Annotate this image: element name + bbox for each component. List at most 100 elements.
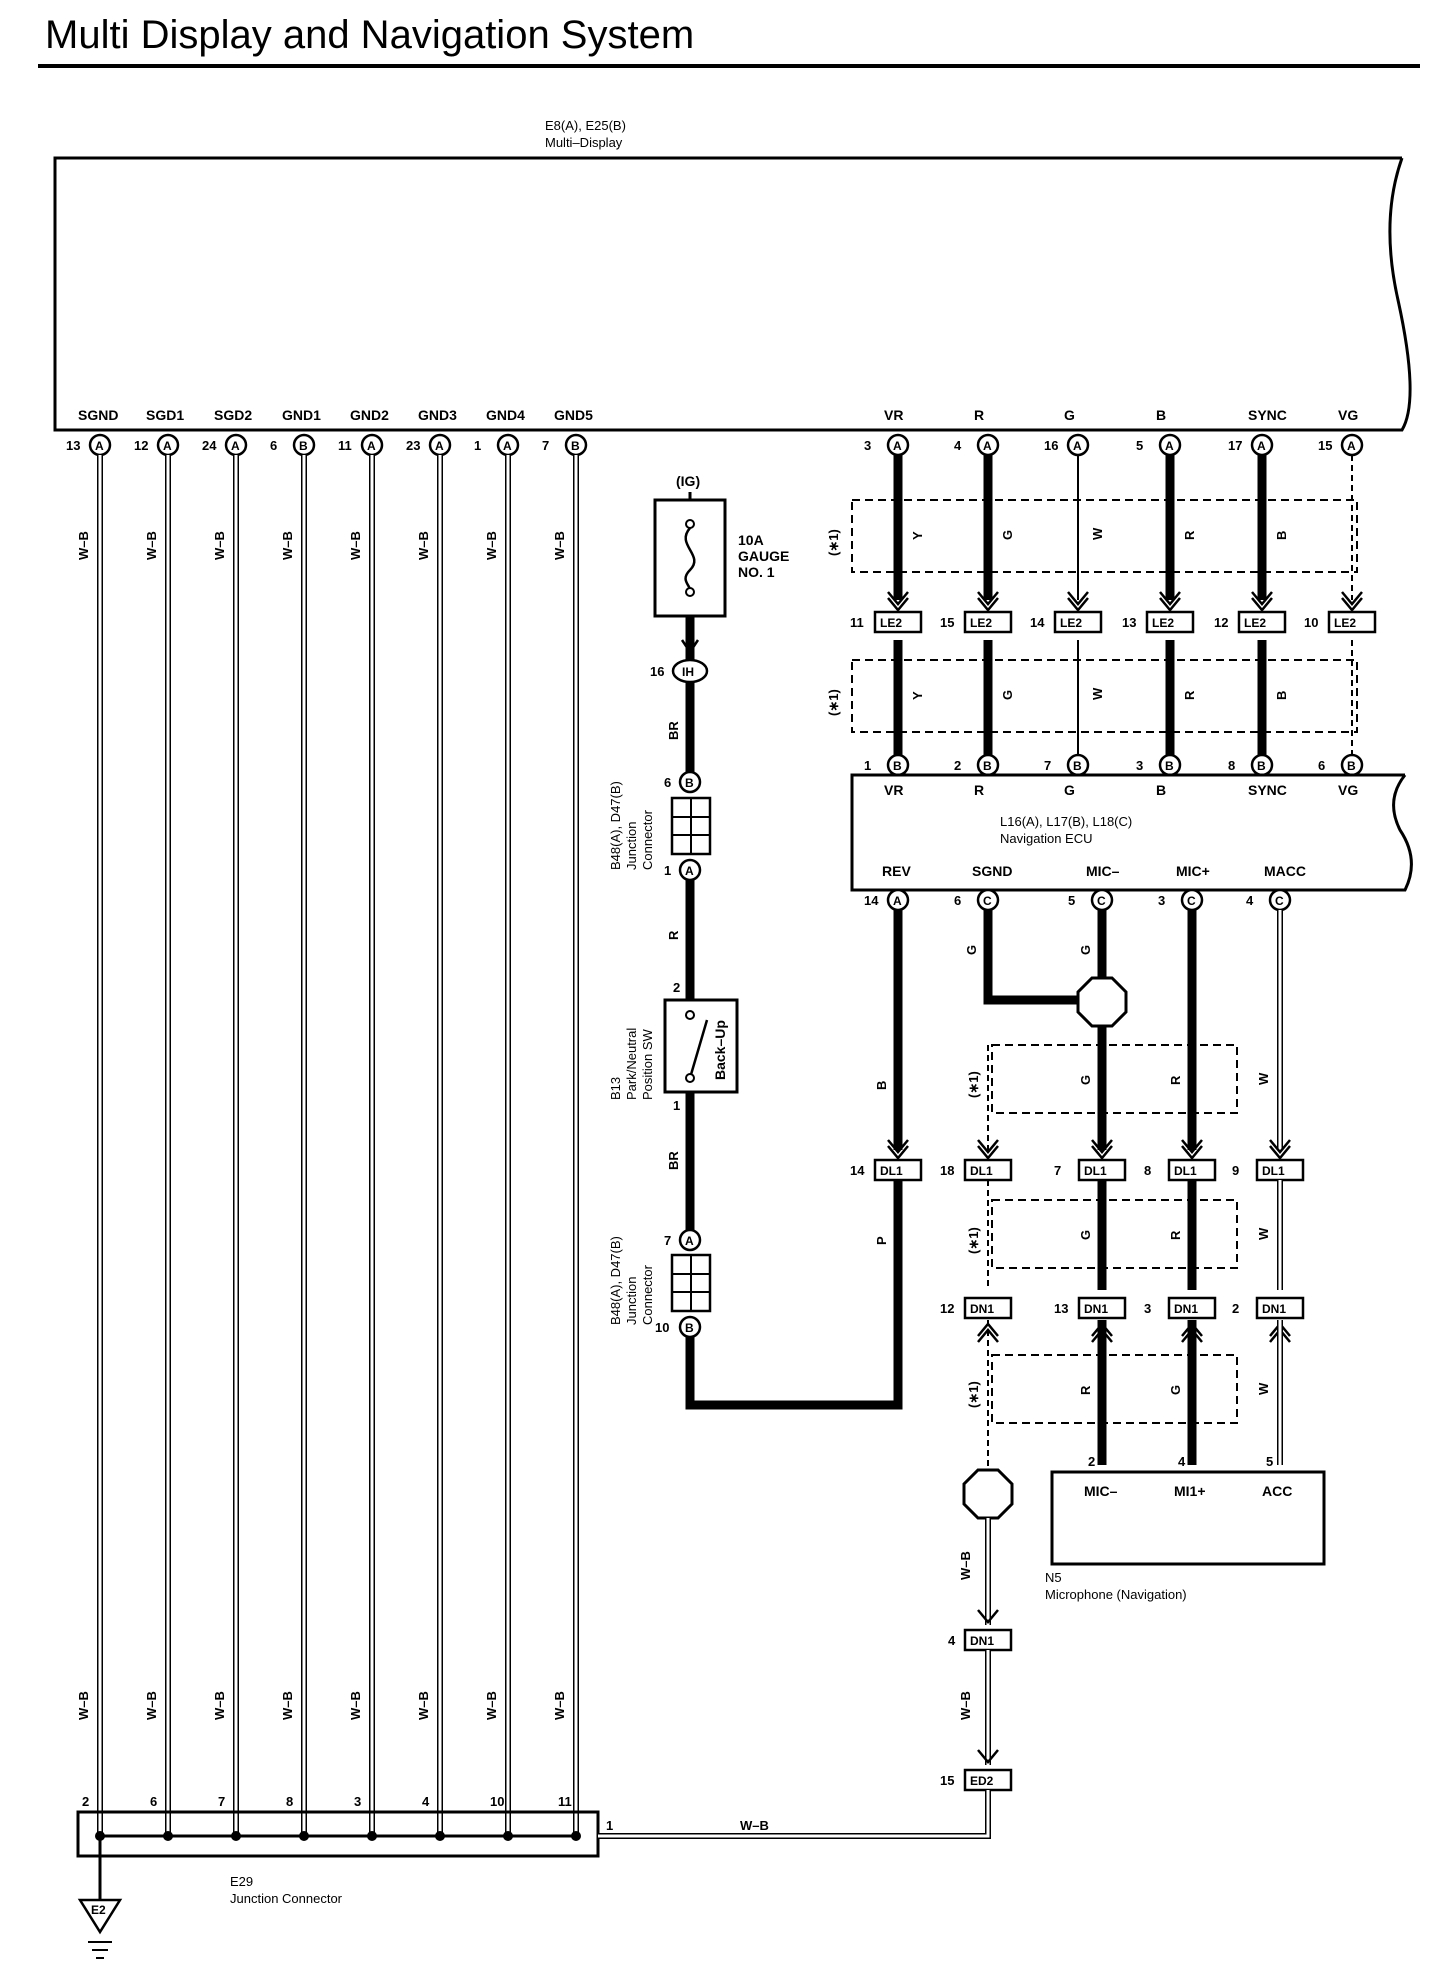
le2-connector-arrow-icon [887,591,909,606]
md-video-terminal-name: SYNC [1248,407,1287,423]
dl1-connector-pin: 9 [1232,1163,1239,1178]
dn1-lower-arrow-icon [977,1609,999,1624]
ground-terminal-labels: SGNDA13SGD1A12SGD2A24GND1B6GND2A11GND3A2… [66,407,593,457]
video-shield-upper-label: (∗1) [826,529,841,556]
br-wire-label-1: BR [666,721,681,740]
mic-shield-2-r-label: R [1168,1230,1183,1240]
jc-top-conn-b [678,770,702,794]
e29-wire-label: W–B [740,1818,769,1833]
md-ground-terminal-pin: 6 [270,438,277,453]
ground-wire-label-top: W–B [212,531,227,560]
le2-connector-arrow2-icon [977,597,999,612]
md-ground-terminal-pin: 1 [474,438,481,453]
ground-wire-label-bottom: W–B [416,1691,431,1720]
nav-ecu-top-terminal-pin: 1 [864,758,871,773]
dl1-connector-arrow-icon [1181,1139,1203,1154]
nav-ecu-bottom-terminal-name: MIC+ [1176,863,1210,879]
mic-shield-1-g-label: G [1078,1075,1093,1085]
le2-connector [963,610,1013,634]
dn1-connector-pin: 13 [1054,1301,1068,1316]
mic-shield-2-g-label: G [1078,1230,1093,1240]
ground-wire-label-top: W–B [144,531,159,560]
multi-display-box [53,156,1412,432]
microphone-box [1050,1470,1326,1566]
dl1-connector-label: DL1 [1084,1164,1107,1178]
nav-ecu-top-terminal-pin: 2 [954,758,961,773]
jc-top-name-1: Junction [624,822,639,870]
md-ground-terminal-conn-label: A [503,439,512,453]
nav-ecu-bottom-terminal-name: REV [882,863,911,879]
p-wire [685,1180,903,1410]
wb-wire-to-e29-core [598,1790,990,1838]
le2-connector-pin: 14 [1030,615,1045,630]
fuse-terminal-bottom [685,587,695,597]
dl1-connector-arrow-icon [1091,1139,1113,1154]
le2-connector-arrow-icon [1159,591,1181,606]
md-ground-terminal-pin: 11 [338,438,352,453]
jc-top-conn-a-label: A [685,864,694,878]
nav-ecu-top-terminal-conn-label: B [1257,759,1266,773]
md-ground-terminal-conn-label: B [299,439,308,453]
fuse-box [653,498,727,618]
md-terminal-name: GND3 [418,407,457,423]
mic-shield-3-w-label: W [1256,1382,1271,1395]
video-wire-color-upper: G [1000,530,1015,540]
md-video-terminal-name: R [974,407,984,423]
nav-ecu-bottom-terminal-pin: 14 [864,893,879,908]
dl1-connector-arrow-icon [887,1139,909,1154]
p-wire-label: P [874,1236,889,1245]
splice-octagon-icon [1076,976,1128,1028]
mic-shield-3-g-label: G [1168,1385,1183,1395]
jc-bottom-pin-bottom: 10 [655,1320,669,1335]
dl1-connector-arrow2-icon [1181,1145,1203,1160]
microphone-terminal-pin: 2 [1088,1454,1095,1469]
le2-connector-arrow2-icon [1067,597,1089,612]
switch-contact-top [685,1010,695,1020]
sgnd-g-wire-label: G [964,945,979,955]
dl1-connector-arrow2-icon [1091,1145,1113,1160]
md-ground-terminal-conn-label: A [231,439,240,453]
le2-connector-pin: 11 [850,615,864,630]
mic-shield-3-label: (∗1) [966,1381,981,1408]
md-terminal-name: GND4 [486,407,525,423]
md-video-terminal-pin: 15 [1318,438,1332,453]
nav-ecu-top-terminal-pin: 8 [1228,758,1235,773]
nav-ecu-top-terminal-conn-label: B [1165,759,1174,773]
nav-ecu-top-terminal-conn-label: B [983,759,992,773]
md-video-terminal-pin: 4 [954,438,962,453]
e29-pin-out: 1 [606,1818,613,1833]
switch-ref: B13 [608,1077,623,1100]
le2-connector-label: LE2 [1152,616,1174,630]
dn1-connector [1167,1296,1217,1320]
md-video-terminal-pin: 5 [1136,438,1143,453]
dn1-connector-pin: 2 [1232,1301,1239,1316]
jc-top-name-2: Connector [640,809,655,870]
nav-ecu-bottom-terminal-name: MACC [1264,863,1306,879]
mic-shield-1-label: (∗1) [966,1071,981,1098]
nav-ecu-name: Navigation ECU [1000,831,1093,846]
md-terminal-name: SGD2 [214,407,252,423]
nav-ecu-top-terminal-name: B [1156,782,1166,798]
md-ground-terminal-conn-label: B [571,439,580,453]
wb-shield-label-1: W–B [958,1551,973,1580]
nav-ecu-top-terminal-pin: 7 [1044,758,1051,773]
dn1-connector-pin: 12 [940,1301,954,1316]
ground-wire-label-bottom: W–B [348,1691,363,1720]
nav-ecu-bottom-terminal-name: SGND [972,863,1012,879]
md-video-terminal-conn-label: A [893,439,902,453]
md-video-terminal-conn-label: A [1165,439,1174,453]
nav-ecu-top-terminal-name: VG [1338,782,1358,798]
nav-ecu-top-terminal-name: SYNC [1248,782,1287,798]
ground-wire-label-top: W–B [552,531,567,560]
video-wire-color-lower: Y [910,691,925,700]
dl1-connector-label: DL1 [1262,1164,1285,1178]
le2-connector [1327,610,1377,634]
le2-connector-pin: 13 [1122,615,1136,630]
le2-connector-label: LE2 [1060,616,1082,630]
fuse-rating: 10A [738,532,764,548]
nav-ecu-top-terminal-conn-label: B [1073,759,1082,773]
le2-connector-pin: 10 [1304,615,1318,630]
e29-pin: 2 [82,1794,89,1809]
